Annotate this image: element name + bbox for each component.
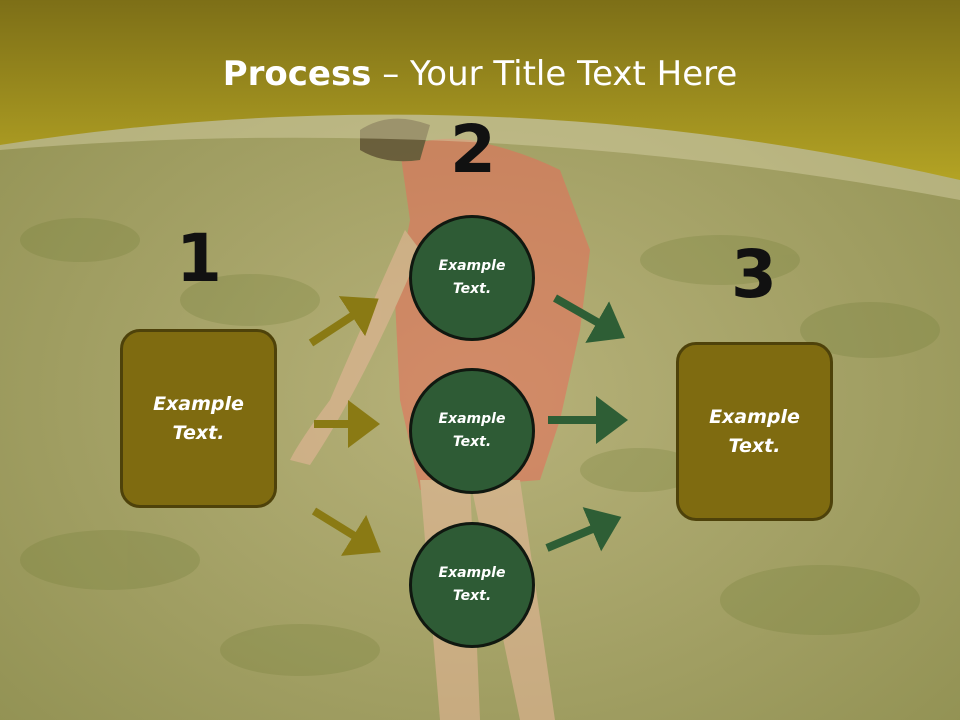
process-box-right: Example Text. bbox=[676, 342, 833, 521]
circle-bottom-label: Example Text. bbox=[438, 565, 506, 604]
step-number-2: 2 bbox=[450, 111, 496, 188]
slide-title: Process – Your Title Text Here bbox=[0, 52, 960, 96]
process-box-right-label: Example Text. bbox=[709, 405, 800, 457]
process-circle-middle: Example Text. bbox=[409, 368, 535, 494]
circle-middle-label: Example Text. bbox=[438, 411, 506, 450]
process-box-left: Example Text. bbox=[120, 329, 277, 508]
arrow-bottom-to-right bbox=[545, 507, 622, 552]
arrow-left-to-bottom bbox=[311, 507, 381, 556]
arrow-top-to-right bbox=[553, 294, 625, 343]
step-number-3: 3 bbox=[731, 236, 777, 313]
process-box-left-label: Example Text. bbox=[153, 392, 244, 444]
title-bold: Process bbox=[222, 54, 372, 94]
process-circle-bottom: Example Text. bbox=[409, 522, 535, 648]
step-number-1: 1 bbox=[176, 220, 222, 297]
arrow-left-to-top bbox=[308, 296, 379, 347]
title-rest: – Your Title Text Here bbox=[371, 54, 738, 94]
circle-top-label: Example Text. bbox=[438, 258, 506, 297]
process-circle-top: Example Text. bbox=[409, 215, 535, 341]
